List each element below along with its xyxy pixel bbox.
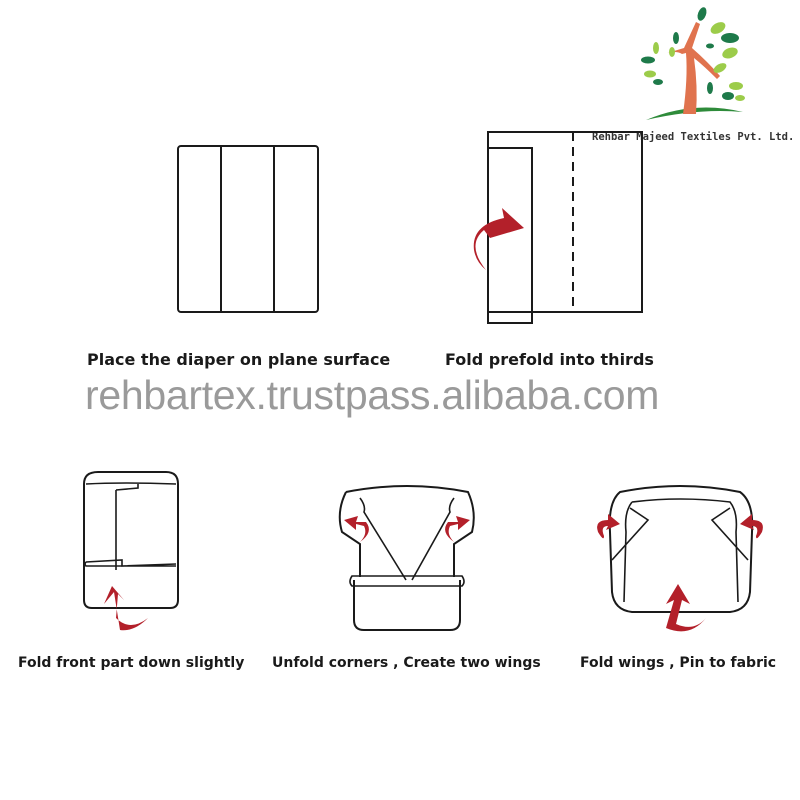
unfold-wings-icon xyxy=(338,485,475,631)
fold-thirds-icon xyxy=(473,131,643,324)
fold-arrow-icon xyxy=(597,514,620,539)
fold-wings-icon xyxy=(597,485,763,632)
fold-arrow-icon xyxy=(104,586,148,631)
fold-arrow-icon xyxy=(666,584,706,632)
step-caption: Place the diaper on plane surface xyxy=(87,350,391,369)
watermark: rehbartex.trustpass.alibaba.com xyxy=(85,372,660,418)
fold-arrow-icon xyxy=(473,208,524,270)
fold-front-icon xyxy=(83,471,179,631)
step-caption: Fold front part down slightly xyxy=(18,655,245,671)
flat-diaper-icon xyxy=(177,145,319,313)
fold-arrow-icon xyxy=(445,516,470,542)
fold-arrow-icon xyxy=(740,514,763,539)
tree-logo-icon xyxy=(641,7,745,120)
step-caption: Fold prefold into thirds xyxy=(445,350,654,369)
fold-arrow-icon xyxy=(344,516,369,542)
step-caption: Unfold corners , Create two wings xyxy=(272,655,541,671)
step-caption: Fold wings , Pin to fabric xyxy=(580,655,777,671)
